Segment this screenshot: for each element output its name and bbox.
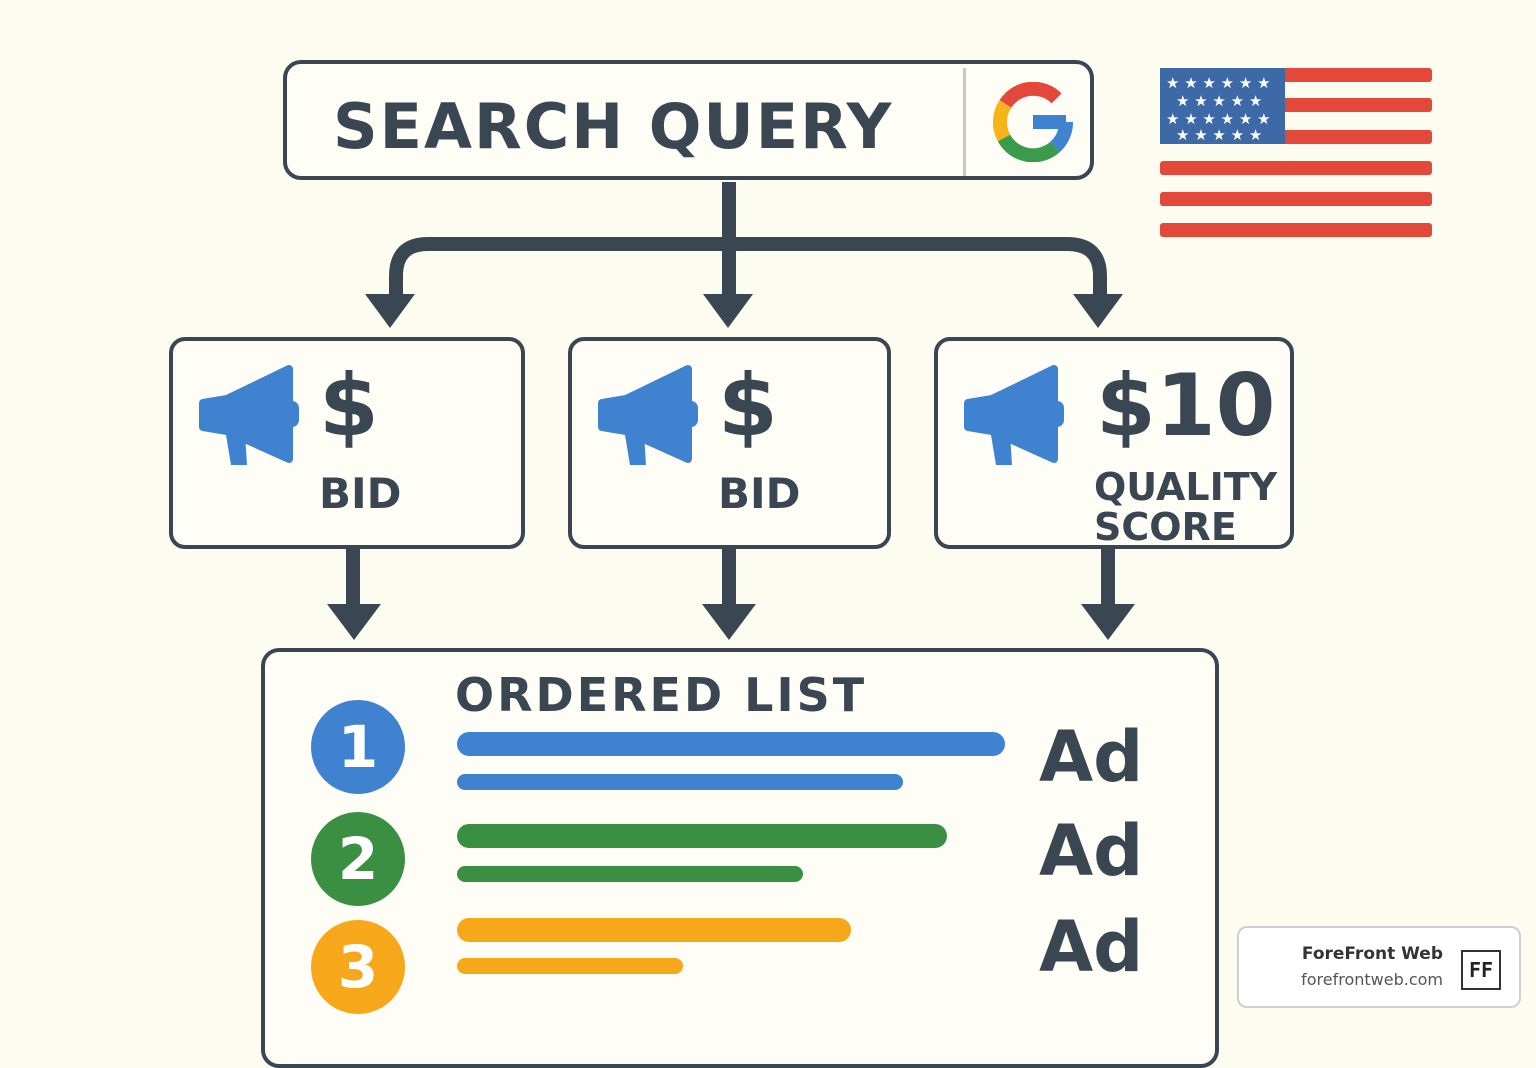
- connector-arrows: [327, 182, 1135, 640]
- ad-description-bar: [457, 958, 683, 974]
- bid-amount: $10: [1096, 356, 1276, 456]
- quality-score-line1: QUALITY: [1094, 465, 1278, 509]
- megaphone-icon: [964, 365, 1064, 465]
- svg-text:★ ★ ★ ★ ★: ★ ★ ★ ★ ★: [1176, 126, 1262, 144]
- bid-label: BID: [319, 469, 402, 518]
- brand-url: forefrontweb.com: [1301, 970, 1443, 989]
- megaphone-icon: [598, 365, 698, 465]
- search-divider: [963, 68, 966, 176]
- megaphone-icon: [199, 365, 299, 465]
- quality-score-line2: SCORE: [1094, 505, 1237, 549]
- branch-line: [389, 237, 1107, 296]
- ad-description-bar: [457, 866, 803, 882]
- svg-text:★ ★ ★ ★ ★ ★: ★ ★ ★ ★ ★ ★: [1166, 110, 1271, 128]
- quality-score-label: QUALITY SCORE: [1094, 467, 1277, 547]
- arrowhead-list-middle: [702, 604, 756, 640]
- ad-label: Ad: [1039, 810, 1144, 892]
- brand-logo-icon: FF: [1461, 950, 1501, 990]
- ad-headline-bar: [457, 918, 851, 942]
- rank-badge: 3: [311, 920, 405, 1014]
- us-flag-icon: ★ ★ ★ ★ ★ ★ ★ ★ ★ ★ ★ ★ ★ ★ ★ ★ ★ ★ ★ ★ …: [1160, 68, 1432, 237]
- arrowhead-left: [365, 294, 415, 328]
- rank-badge: 1: [311, 700, 405, 794]
- ad-label: Ad: [1039, 906, 1144, 988]
- bid-amount: $: [319, 356, 379, 456]
- list-item: 2 Ad: [265, 810, 1215, 906]
- arrowhead-right: [1073, 294, 1123, 328]
- bid-card-1: $ BID: [169, 337, 525, 549]
- ad-headline-bar: [457, 732, 1005, 756]
- ordered-list-box: ORDERED LIST 1 Ad 2 Ad 3 Ad: [261, 648, 1219, 1068]
- google-g-icon: [993, 82, 1073, 162]
- brand-name: ForeFront Web: [1301, 944, 1443, 964]
- ad-description-bar: [457, 774, 903, 790]
- rank-badge: 2: [311, 812, 405, 906]
- search-query-box: SEARCH QUERY: [283, 60, 1094, 180]
- ad-label: Ad: [1039, 716, 1144, 798]
- ad-headline-bar: [457, 824, 947, 848]
- bid-card-2: $ BID: [568, 337, 891, 549]
- bid-amount: $: [718, 356, 778, 456]
- search-query-label: SEARCH QUERY: [333, 90, 894, 163]
- svg-text:★ ★ ★ ★ ★ ★: ★ ★ ★ ★ ★ ★: [1166, 74, 1271, 92]
- brand-watermark: ForeFront Web forefrontweb.com FF: [1237, 926, 1521, 1008]
- list-item: 1 Ad: [265, 700, 1215, 798]
- bid-label: BID: [718, 469, 801, 518]
- ordered-list-title: ORDERED LIST: [455, 668, 868, 722]
- quality-score-card: $10 QUALITY SCORE: [934, 337, 1294, 549]
- arrowhead-list-left: [327, 604, 381, 640]
- arrowhead-middle: [703, 294, 753, 328]
- arrowhead-list-right: [1081, 604, 1135, 640]
- list-item: 3 Ad: [265, 906, 1215, 1014]
- svg-text:★ ★ ★ ★ ★: ★ ★ ★ ★ ★: [1176, 92, 1262, 110]
